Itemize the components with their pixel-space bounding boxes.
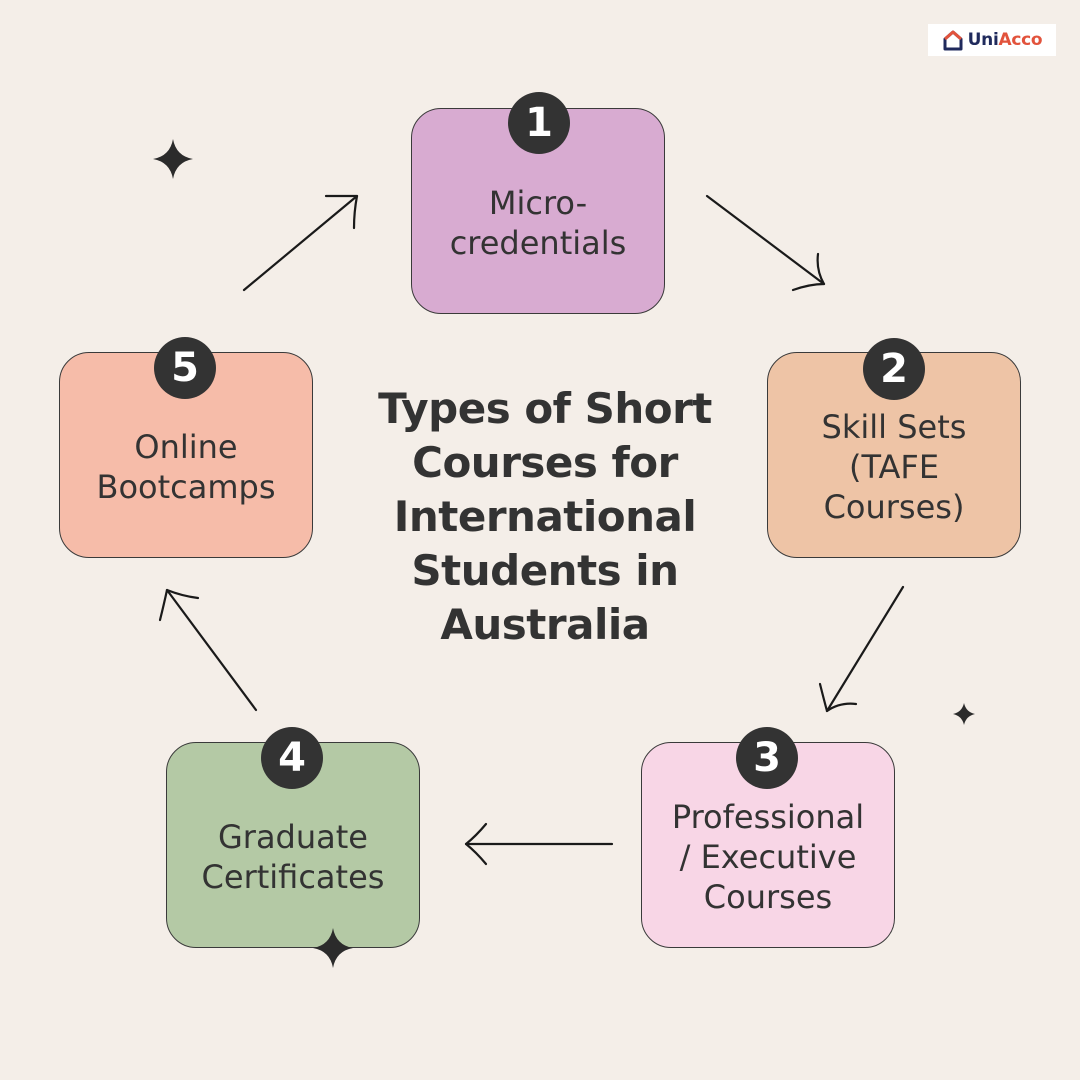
step-box-5: Online Bootcamps	[59, 352, 313, 558]
arrow-icon	[818, 585, 905, 713]
brand-name: UniAcco	[968, 30, 1043, 50]
brand-name-part1: Uni	[967, 30, 999, 50]
step-label: Micro- credentials	[449, 184, 627, 262]
arrow-icon	[158, 588, 258, 712]
step-number-badge: 1	[508, 92, 570, 154]
step-label: Graduate Certificates	[201, 818, 385, 896]
step-label: Professional / Executive Courses	[671, 798, 865, 916]
step-label: Skill Sets (TAFE Courses)	[821, 408, 967, 526]
house-icon	[943, 30, 963, 51]
brand-logo: UniAcco	[928, 24, 1056, 56]
brand-name-part2: Acco	[998, 30, 1043, 50]
sparkle-icon	[313, 928, 353, 968]
arrow-icon	[464, 822, 614, 866]
step-number-badge: 2	[863, 338, 925, 400]
step-number-badge: 3	[736, 727, 798, 789]
arrow-icon	[705, 194, 826, 292]
step-number-badge: 5	[154, 337, 216, 399]
step-label: Online Bootcamps	[96, 428, 276, 506]
arrow-icon	[242, 194, 359, 292]
step-number-badge: 4	[261, 727, 323, 789]
sparkle-icon	[953, 703, 975, 725]
sparkle-icon	[153, 139, 193, 179]
diagram-title: Types of Short Courses for International…	[378, 384, 712, 649]
